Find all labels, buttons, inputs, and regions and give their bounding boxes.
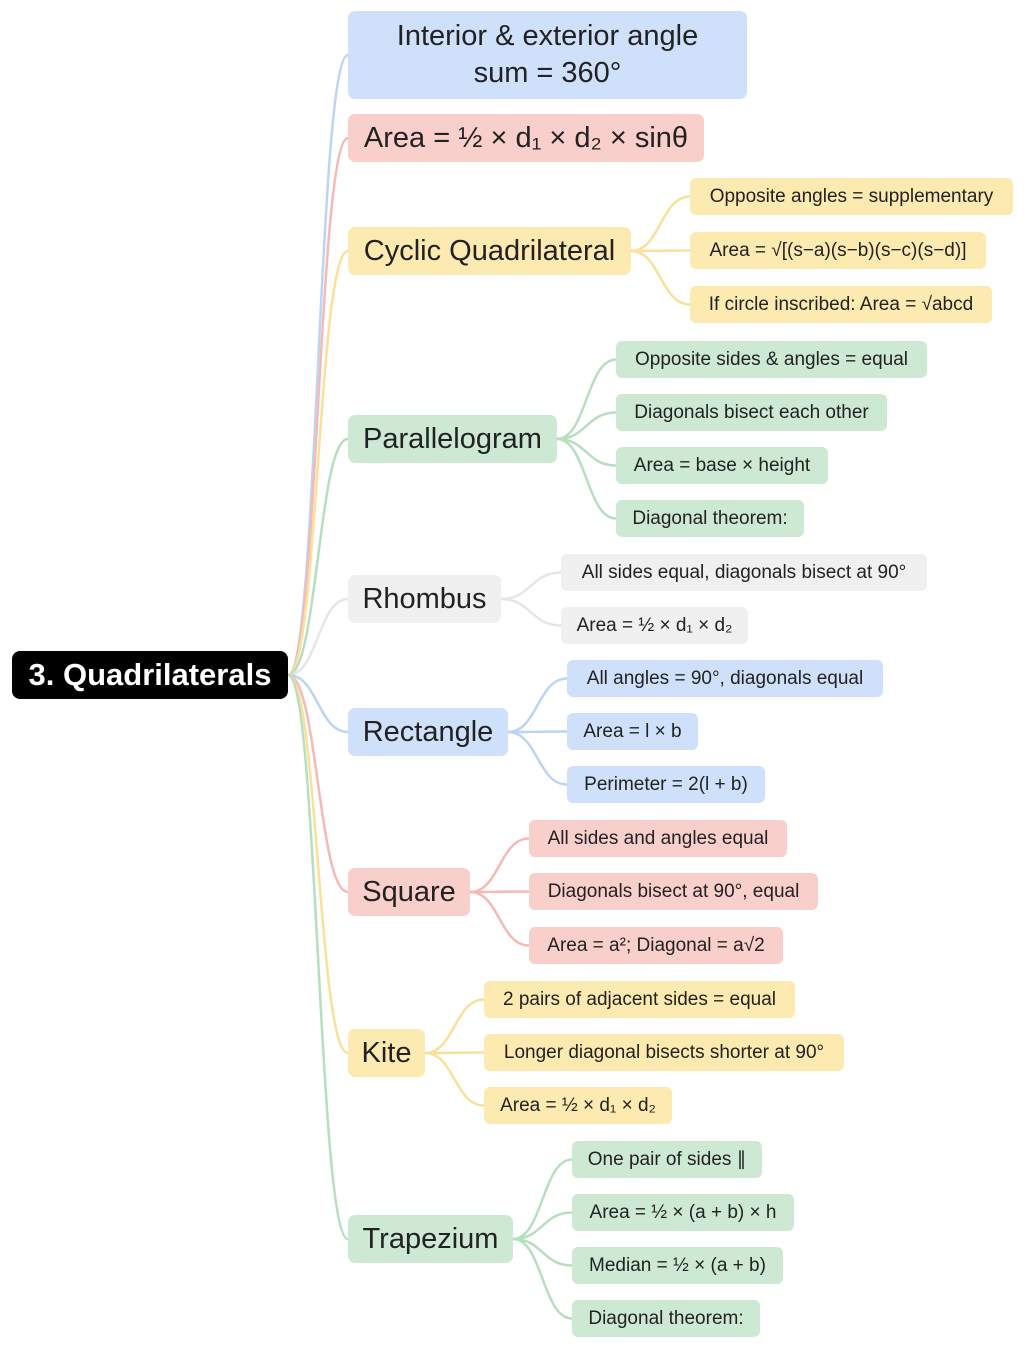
link-root-rhombus (286, 597, 350, 677)
link-square-leaf-2 (468, 890, 531, 894)
rectangle-leaf-3[interactable]: Perimeter = 2(l + b) (567, 766, 765, 803)
cyclic-leaf-2[interactable]: Area = √[(s−a)(s−b)(s−c)(s−d)] (690, 232, 986, 269)
link-rhombus-leaf-1 (499, 571, 563, 601)
branch-area-general[interactable]: Area = ½ × d₁ × d₂ × sinθ (348, 114, 704, 162)
link-kite-leaf-3 (423, 1051, 486, 1107)
parallelogram-leaf-1[interactable]: Opposite sides & angles = equal (616, 341, 927, 378)
trapezium-leaf-3[interactable]: Median = ½ × (a + b) (572, 1247, 783, 1284)
link-trapezium-leaf-2 (511, 1211, 574, 1241)
cyclic-leaf-3[interactable]: If circle inscribed: Area = √abcd (690, 286, 992, 323)
branch-parallelogram[interactable]: Parallelogram (348, 415, 557, 463)
link-kite-leaf-2 (423, 1051, 486, 1055)
rhombus-leaf-2[interactable]: Area = ½ × d₁ × d₂ (561, 607, 748, 644)
link-trapezium-leaf-4 (511, 1237, 574, 1320)
branch-trapezium[interactable]: Trapezium (348, 1215, 513, 1263)
kite-leaf-2[interactable]: Longer diagonal bisects shorter at 90° (484, 1034, 844, 1071)
link-rhombus-leaf-2 (499, 597, 563, 627)
parallelogram-leaf-4[interactable]: Diagonal theorem: (616, 500, 804, 537)
link-rectangle-leaf-3 (506, 730, 569, 786)
link-parallelogram-leaf-2 (555, 411, 618, 441)
link-kite-leaf-1 (423, 998, 486, 1055)
link-root-trapezium (286, 673, 350, 1241)
trapezium-leaf-2[interactable]: Area = ½ × (a + b) × h (572, 1194, 794, 1231)
rectangle-leaf-1[interactable]: All angles = 90°, diagonals equal (567, 660, 883, 697)
link-root-parallelogram (286, 437, 350, 677)
link-root-square (286, 673, 350, 894)
link-cyclic-leaf-2 (629, 249, 692, 253)
cyclic-leaf-1[interactable]: Opposite angles = supplementary (690, 178, 1013, 215)
trapezium-leaf-1[interactable]: One pair of sides ∥ (572, 1141, 762, 1178)
link-root-angle-sum (286, 53, 350, 677)
link-root-cyclic (286, 249, 350, 677)
link-parallelogram-leaf-4 (555, 437, 618, 520)
link-square-leaf-1 (468, 837, 531, 894)
parallelogram-leaf-2[interactable]: Diagonals bisect each other (616, 394, 887, 431)
square-leaf-2[interactable]: Diagonals bisect at 90°, equal (529, 873, 818, 910)
link-root-area-general (286, 136, 350, 677)
link-trapezium-leaf-3 (511, 1237, 574, 1267)
link-cyclic-leaf-3 (629, 249, 692, 306)
branch-rhombus[interactable]: Rhombus (348, 575, 501, 623)
parallelogram-leaf-3[interactable]: Area = base × height (616, 447, 828, 484)
branch-angle-sum[interactable]: Interior & exterior angle sum = 360° (348, 11, 747, 99)
square-leaf-1[interactable]: All sides and angles equal (529, 820, 787, 857)
root-node[interactable]: 3. Quadrilaterals (12, 651, 288, 699)
link-root-rectangle (286, 673, 350, 734)
trapezium-leaf-4[interactable]: Diagonal theorem: (572, 1300, 760, 1337)
link-square-leaf-3 (468, 890, 531, 947)
kite-leaf-1[interactable]: 2 pairs of adjacent sides = equal (484, 981, 795, 1018)
link-parallelogram-leaf-3 (555, 437, 618, 467)
branch-rectangle[interactable]: Rectangle (348, 708, 508, 756)
link-trapezium-leaf-1 (511, 1158, 574, 1241)
link-rectangle-leaf-2 (506, 730, 569, 734)
link-root-kite (286, 673, 350, 1055)
branch-kite[interactable]: Kite (348, 1029, 425, 1077)
link-cyclic-leaf-1 (629, 195, 692, 253)
branch-square[interactable]: Square (348, 868, 470, 916)
branch-cyclic[interactable]: Cyclic Quadrilateral (348, 227, 631, 275)
rectangle-leaf-2[interactable]: Area = l × b (567, 713, 698, 750)
link-rectangle-leaf-1 (506, 677, 569, 734)
square-leaf-3[interactable]: Area = a²; Diagonal = a√2 (529, 927, 783, 964)
kite-leaf-3[interactable]: Area = ½ × d₁ × d₂ (484, 1087, 672, 1124)
rhombus-leaf-1[interactable]: All sides equal, diagonals bisect at 90° (561, 554, 927, 591)
link-parallelogram-leaf-1 (555, 358, 618, 441)
